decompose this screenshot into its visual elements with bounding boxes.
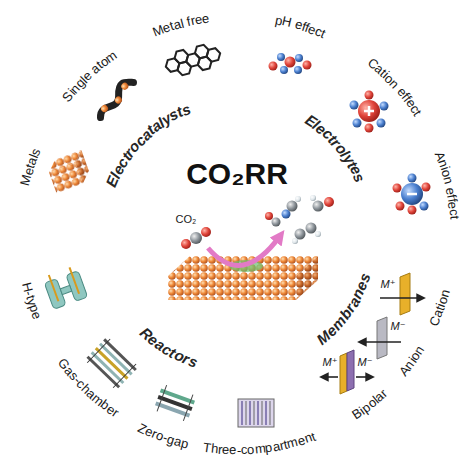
- center-title: CO₂RR: [186, 157, 288, 192]
- bipolar-membrane: [321, 350, 373, 394]
- topic-label: Anion effect: [431, 148, 461, 225]
- topic-label: Zero-gap: [134, 421, 193, 453]
- h-type-cell: [42, 265, 87, 309]
- topic-label: Cation effect: [364, 56, 425, 121]
- zero-gap-cell: [153, 384, 196, 423]
- ion-label: M⁻: [391, 320, 406, 333]
- arc-glyph: t: [446, 215, 461, 220]
- topic-label: pH effect: [270, 13, 330, 43]
- arc-glyph: e: [229, 443, 237, 458]
- arc-glyph: h: [210, 442, 219, 458]
- reaction-arrow: [208, 236, 280, 265]
- co2-molecule: [181, 227, 211, 249]
- sector-title: Electrolytes: [301, 111, 370, 187]
- sector-title: Membranes: [313, 269, 374, 349]
- sector-title: Electrocatalysts: [102, 100, 195, 192]
- product-molecules: [265, 195, 334, 244]
- topic-label: H-type: [18, 278, 44, 324]
- arc-glyph: -: [237, 443, 241, 458]
- topic-label: Single atom: [60, 48, 121, 106]
- topic-label: Gas-chamber: [55, 355, 123, 421]
- topic-label: Three-compartment: [198, 429, 321, 459]
- topic-label: Cation: [427, 285, 454, 330]
- topic-label: Anion: [396, 342, 428, 379]
- arc-glyph: e: [201, 11, 210, 27]
- topic-label: Metal free: [149, 11, 214, 41]
- ion-label: M⁺: [323, 356, 338, 369]
- arc-glyph: c: [241, 443, 248, 458]
- ph-cluster: [269, 53, 312, 74]
- arc-glyph: H: [281, 14, 294, 31]
- ion-label: M⁺: [381, 278, 396, 291]
- anion-cluster: [393, 174, 431, 215]
- sector-title: Reactors: [136, 324, 202, 372]
- molecule-label: CO₂: [176, 213, 197, 226]
- graphene-sheet: [163, 41, 223, 78]
- gas-chamber-cell: [84, 336, 139, 390]
- ion-label: M⁻: [358, 356, 373, 369]
- arc-glyph: e: [222, 443, 230, 458]
- metal-cube: [46, 150, 93, 193]
- center-circle: CO₂RR: [119, 116, 355, 352]
- center-disc: [119, 116, 355, 352]
- topic-label: Bipolar: [349, 386, 392, 423]
- cation-cluster: [350, 91, 389, 133]
- three-compartment-cell: [238, 399, 274, 427]
- cation-membrane: [380, 273, 424, 315]
- topic-label: Metals: [18, 144, 45, 190]
- single-atom-sheet: [93, 77, 138, 119]
